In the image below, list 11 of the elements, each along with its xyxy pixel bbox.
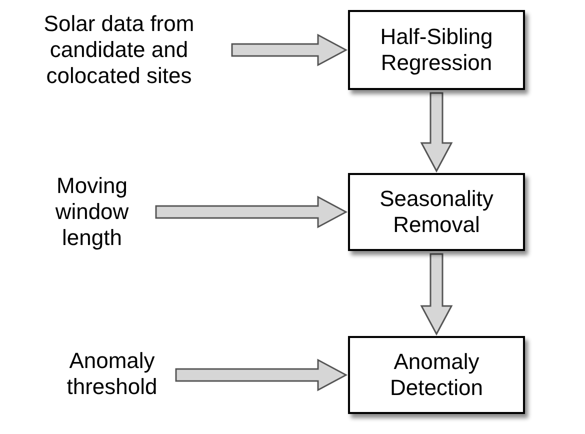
- block-arrow: [420, 253, 453, 336]
- process-box: Anomaly Detection: [348, 336, 525, 414]
- input-label: Anomaly threshold: [50, 344, 174, 404]
- process-box: Seasonality Removal: [348, 173, 525, 251]
- block-arrow: [231, 34, 348, 66]
- process-box: Half-Sibling Regression: [348, 10, 525, 90]
- block-arrow: [175, 358, 348, 392]
- input-label: Solar data from candidate and colocated sites: [8, 8, 230, 92]
- input-label: Moving window length: [30, 170, 154, 254]
- block-arrow: [155, 196, 348, 228]
- block-arrow: [420, 92, 453, 173]
